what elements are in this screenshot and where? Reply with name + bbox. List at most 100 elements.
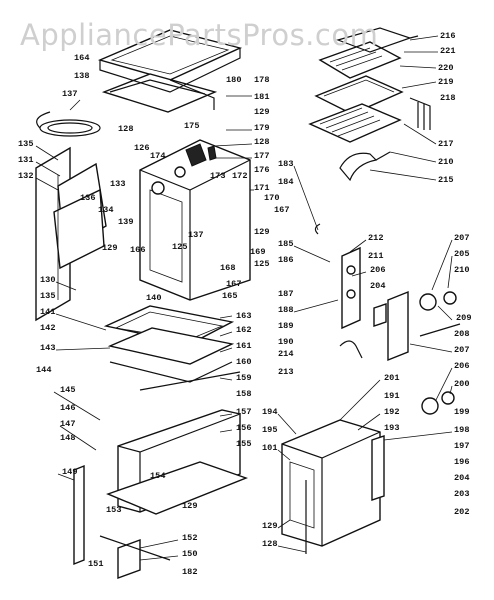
part-label: 151 [88,559,103,569]
part-label: 147 [60,419,75,429]
part-label: 144 [36,365,51,375]
storage-drawer [281,419,385,554]
part-label: 142 [40,323,55,333]
part-label: 133 [110,179,125,189]
part-label: 159 [236,373,251,383]
top-cooktop-assembly [97,29,243,113]
part-label: 171 [254,183,269,193]
part-label: 199 [454,407,469,417]
part-label: 206 [370,265,385,275]
bake-element [339,151,391,182]
part-label: 167 [274,205,289,215]
broil-element [336,27,419,53]
part-label: 174 [150,151,165,161]
part-label: 130 [40,275,55,285]
part-label: 128 [254,137,269,147]
part-label: 181 [254,92,269,102]
part-label: 187 [278,289,293,299]
part-label: 145 [60,385,75,395]
part-label: 125 [172,242,187,252]
part-label: 140 [146,293,161,303]
part-label: 220 [438,63,453,73]
part-label: 201 [384,373,399,383]
part-label: 164 [74,53,89,63]
part-label: 173 [210,171,225,181]
part-label: 125 [254,259,269,269]
part-label: 177 [254,151,269,161]
part-label: 200 [454,379,469,389]
part-label: 131 [18,155,33,165]
part-label: 195 [262,425,277,435]
part-label: 219 [438,77,453,87]
oven-body [139,139,251,301]
part-label: 158 [236,389,251,399]
part-label: 179 [254,123,269,133]
part-label: 190 [278,337,293,347]
part-label: 162 [236,325,251,335]
part-label: 192 [384,407,399,417]
part-label: 168 [220,263,235,273]
part-label: 137 [188,230,203,240]
part-label: 189 [278,321,293,331]
part-label: 206 [454,361,469,371]
part-label: 188 [278,305,293,315]
part-label: 136 [80,193,95,203]
part-label: 210 [438,157,453,167]
part-label: 155 [236,439,251,449]
part-label: 129 [262,521,277,531]
part-label: 204 [454,473,469,483]
part-label: 160 [236,357,251,367]
part-label: 146 [60,403,75,413]
part-label: 156 [236,423,251,433]
part-label: 185 [278,239,293,249]
part-label: 217 [438,139,453,149]
part-label: 212 [368,233,383,243]
part-label: 216 [440,31,455,41]
part-label: 153 [106,505,121,515]
part-label: 209 [456,313,471,323]
part-label: 210 [454,265,469,275]
part-label: 139 [118,217,133,227]
drawer-assembly [73,409,248,579]
part-label: 141 [40,307,55,317]
part-label: 154 [150,471,165,481]
part-label: 167 [226,279,241,289]
part-label: 129 [254,227,269,237]
part-label: 176 [254,165,269,175]
part-label: 221 [440,46,455,56]
part-label: 129 [102,243,117,253]
part-label: 129 [254,107,269,117]
part-label: 182 [182,567,197,577]
part-label: 208 [454,329,469,339]
part-label: 207 [454,345,469,355]
part-label: 202 [454,507,469,517]
watermark-text: AppliancePartsPros.com [20,18,378,52]
part-label: 134 [98,205,113,215]
part-label: 203 [454,489,469,499]
part-label: 207 [454,233,469,243]
part-label: 148 [60,433,75,443]
part-label: 196 [454,457,469,467]
part-label: 211 [368,251,383,261]
part-label: 170 [264,193,279,203]
part-label: 128 [118,124,133,134]
part-label: 135 [18,139,33,149]
part-label: 205 [454,249,469,259]
part-label: 198 [454,425,469,435]
part-label: 157 [236,407,251,417]
part-label: 175 [184,121,199,131]
part-label: 126 [134,143,149,153]
part-label: 149 [62,467,77,477]
part-label: 165 [222,291,237,301]
part-label: 178 [254,75,269,85]
broiler-pan [308,41,431,143]
part-label: 191 [384,391,399,401]
part-label: 166 [130,245,145,255]
part-label: 138 [74,71,89,81]
part-label: 169 [250,247,265,257]
part-label: 194 [262,407,277,417]
part-label: 183 [278,159,293,169]
part-label: 213 [278,367,293,377]
part-label: 215 [438,175,453,185]
